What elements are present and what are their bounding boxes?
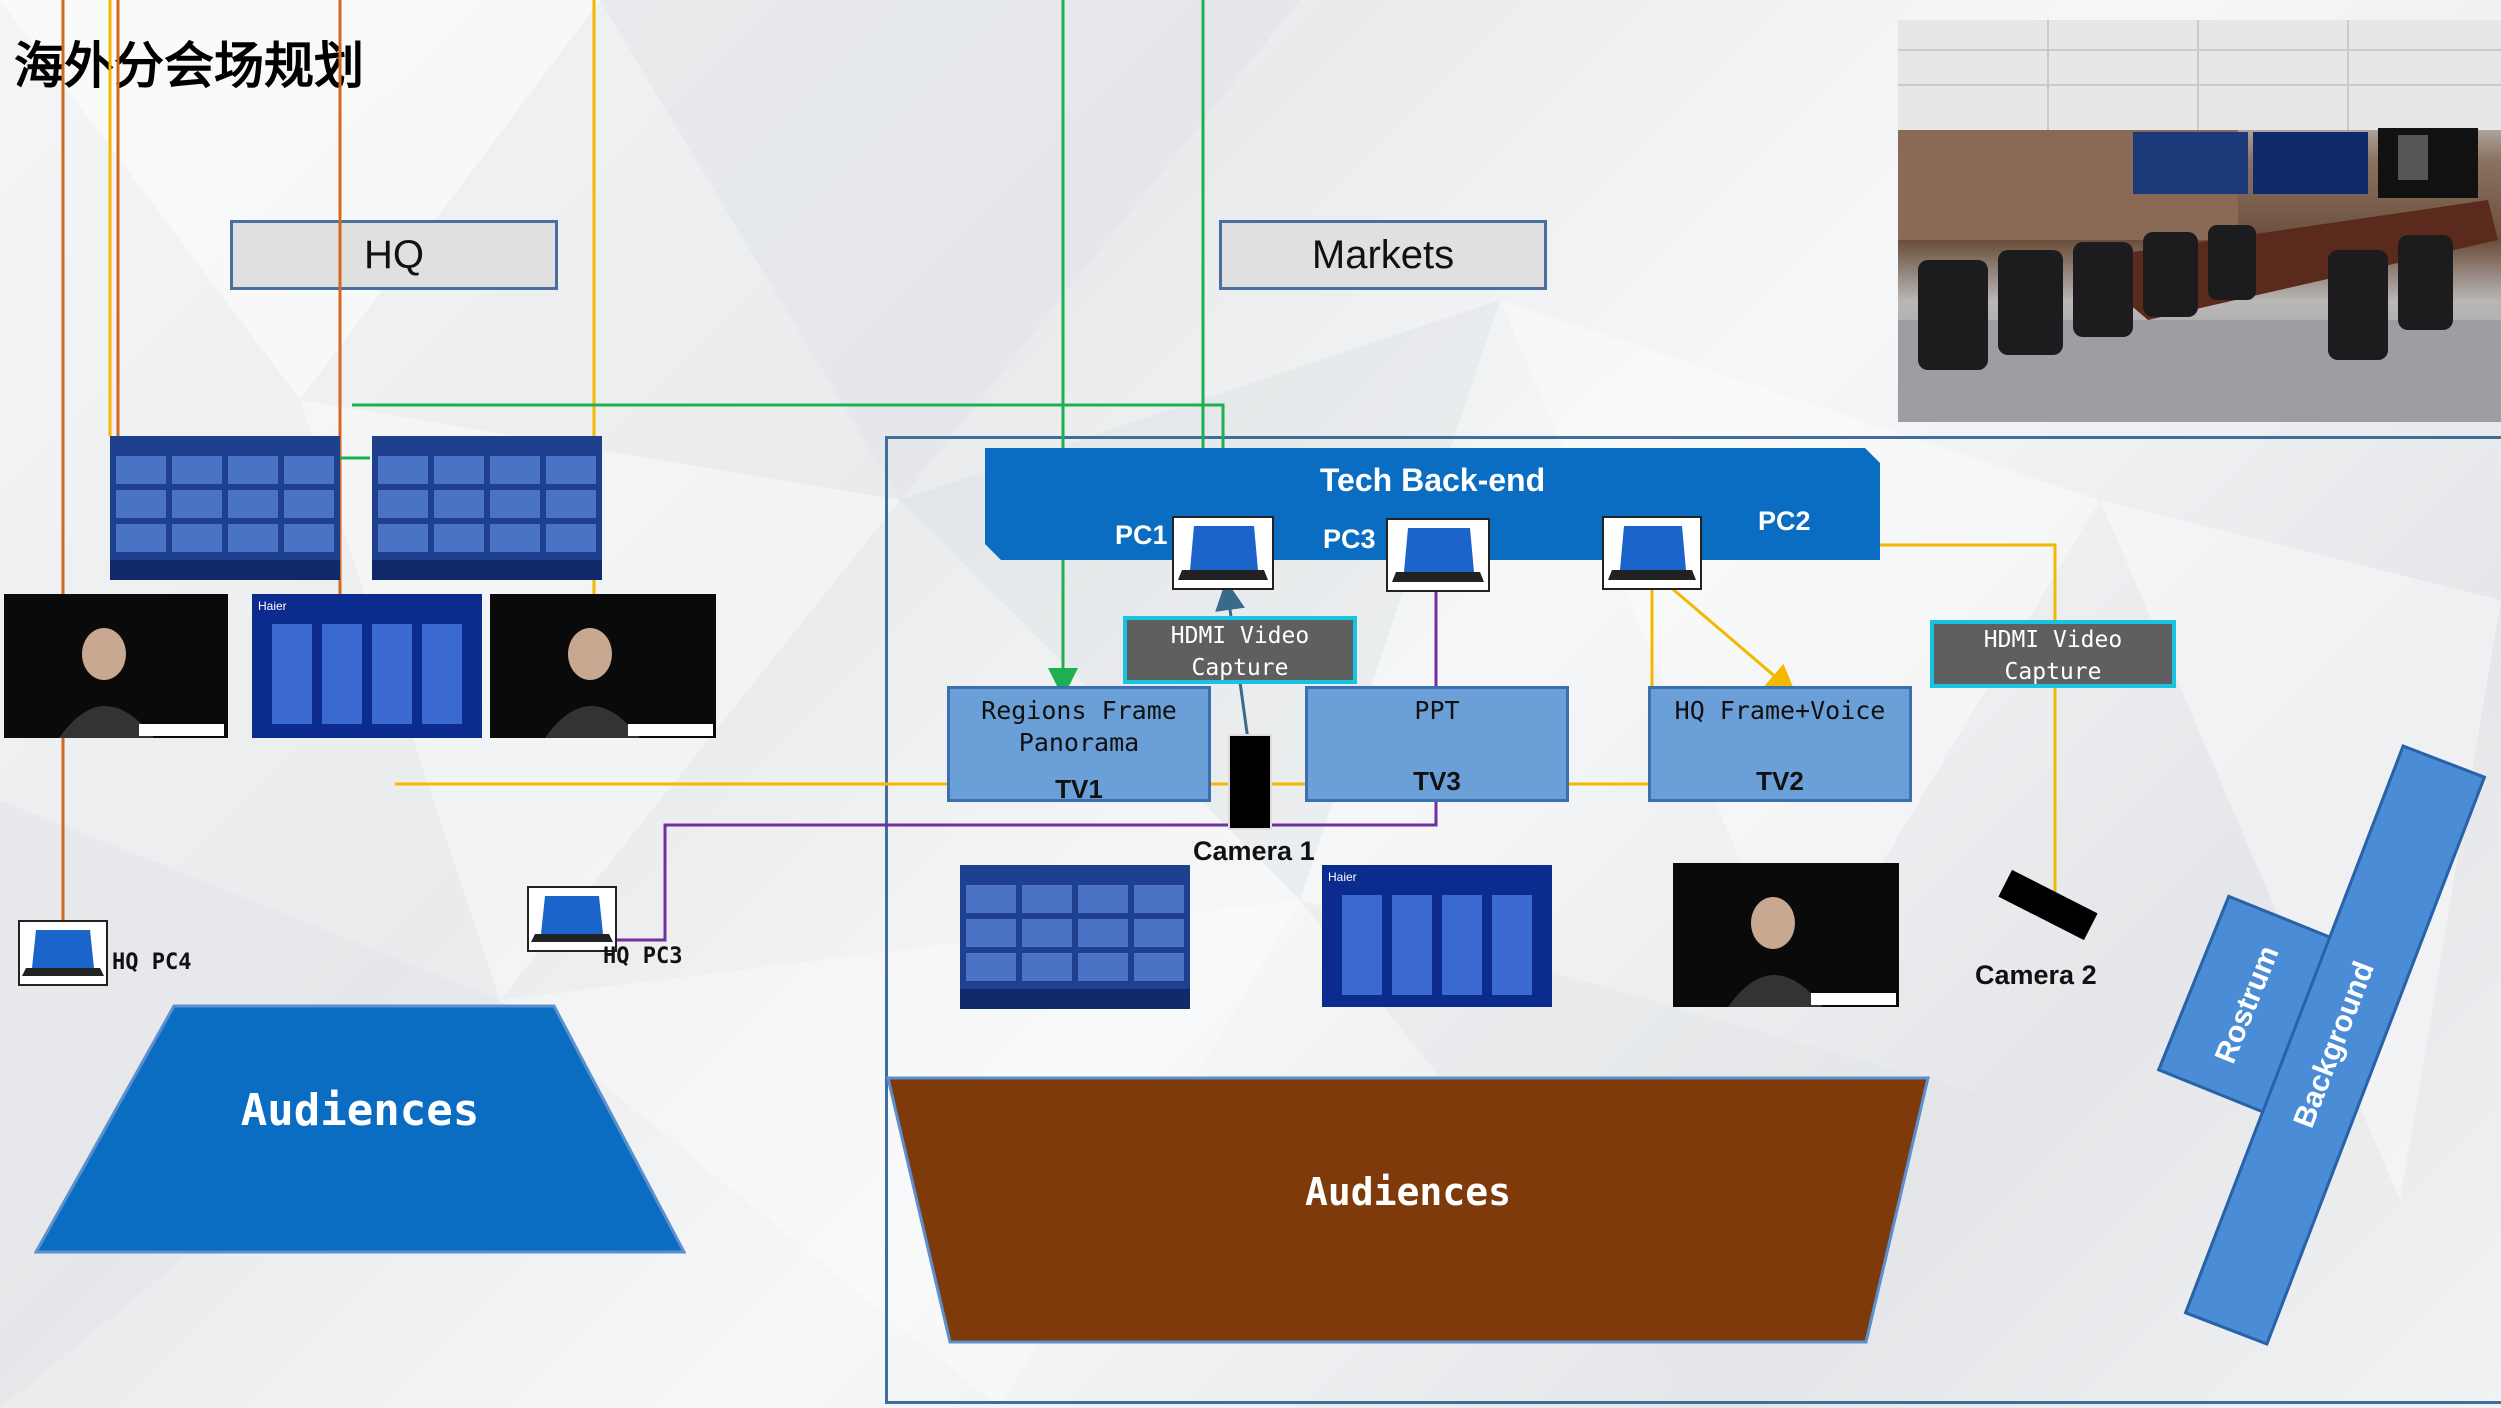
- ppt-screen-left: Haier: [252, 594, 482, 738]
- tv1-screen-preview: [960, 865, 1190, 1009]
- tv3-desc: PPT: [1414, 696, 1460, 725]
- audiences-main-label: Audiences: [1305, 1170, 1511, 1214]
- camera2-label: Camera 2: [1975, 960, 2097, 990]
- svg-text:Haier: Haier: [1328, 870, 1357, 884]
- audiences-left-label: Audiences: [240, 1085, 480, 1136]
- hq-box: HQ: [230, 220, 558, 290]
- pc3-label: PC3: [1323, 524, 1376, 554]
- camera1-device: [1228, 734, 1272, 830]
- audiences-left-shape: [34, 1004, 686, 1254]
- tv1-label: TV1: [1055, 774, 1103, 804]
- tv3-label: TV3: [1413, 766, 1461, 796]
- speaker-screen-2: [490, 594, 716, 738]
- hq-pc3-laptop: [527, 886, 617, 952]
- venue-frame: [885, 436, 2501, 1404]
- pc1-label: PC1: [1115, 520, 1168, 550]
- tech-backend-label: Tech Back-end: [1319, 462, 1546, 498]
- hq-pc4-laptop: [18, 920, 108, 986]
- tv2-desc: HQ Frame+Voice: [1674, 696, 1886, 725]
- tv3-screen-preview: Haier: [1322, 865, 1552, 1007]
- hdmi-capture-2: HDMI Video Capture: [1930, 620, 2176, 688]
- tv2-label: TV2: [1756, 766, 1804, 796]
- hq-pc4-label: HQ PC4: [112, 950, 192, 975]
- tv1-box: Regions Frame Panorama TV1: [947, 686, 1211, 804]
- regions-screen-1: [110, 436, 340, 580]
- rostrum-label: Rostrum: [2209, 941, 2286, 1069]
- pc2-label: PC2: [1758, 506, 1811, 536]
- hdmi-capture-1: HDMI Video Capture: [1123, 616, 1357, 684]
- tv2-box: HQ Frame+Voice TV2: [1648, 686, 1912, 802]
- tv2-screen-preview: [1673, 863, 1899, 1007]
- camera1-label: Camera 1: [1193, 836, 1315, 866]
- regions-screen-2: [372, 436, 602, 580]
- tv3-box: PPT TV3: [1305, 686, 1569, 802]
- page-title: 海外分会场规划: [14, 37, 364, 95]
- tv1-desc: Regions Frame Panorama: [981, 696, 1177, 757]
- conference-room-photo: [1898, 20, 2501, 422]
- speaker-screen-1: [4, 594, 228, 738]
- pc2-laptop: [1602, 516, 1702, 590]
- svg-text:Haier: Haier: [258, 599, 287, 613]
- hq-pc3-label: HQ PC3: [603, 944, 683, 969]
- audiences-main-shape: [886, 1076, 1930, 1344]
- pc1-laptop: [1172, 516, 1274, 590]
- markets-box: Markets: [1219, 220, 1547, 290]
- pc3-laptop: [1386, 518, 1490, 592]
